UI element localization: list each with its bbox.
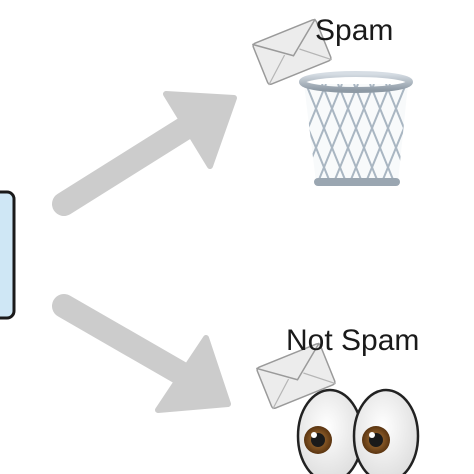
arrow-to-not-spam xyxy=(52,294,231,413)
wastebasket-icon xyxy=(299,71,413,186)
spam-label: Spam xyxy=(315,14,394,47)
envelope-icon xyxy=(252,18,332,86)
not-spam-label: Not Spam xyxy=(286,324,420,357)
input-box xyxy=(0,190,16,320)
eyes-icon xyxy=(296,388,420,474)
envelope-icon xyxy=(256,342,336,410)
arrow-to-spam xyxy=(52,91,237,216)
